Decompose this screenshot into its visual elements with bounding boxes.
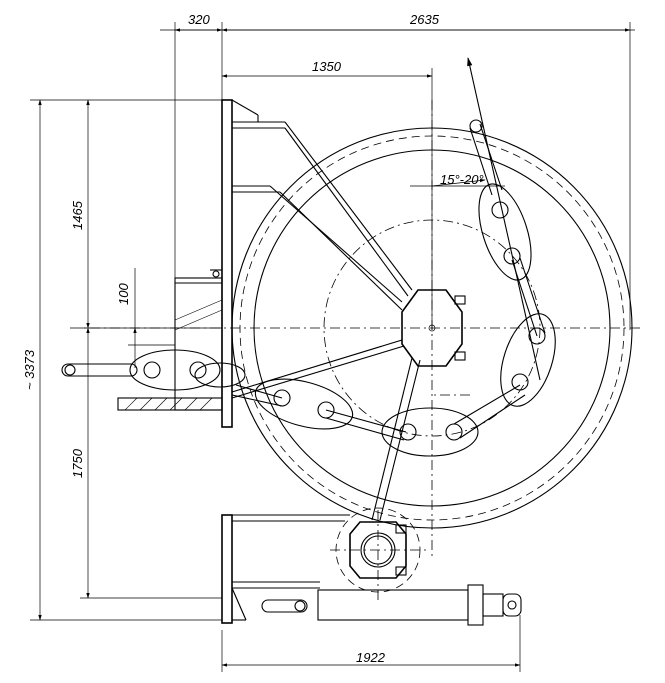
dim-angle: 15°-20° xyxy=(440,172,484,187)
hawse-pipe xyxy=(117,269,223,411)
hydraulic-cylinder xyxy=(261,584,522,626)
dim-1350: 1350 xyxy=(312,59,342,74)
chain-wheel xyxy=(231,127,633,529)
dim-320: 320 xyxy=(188,12,210,27)
dim-3373: ~ 3373 xyxy=(22,349,37,390)
dim-2635: 2635 xyxy=(409,12,440,27)
chain xyxy=(61,57,556,457)
dimension-lines xyxy=(30,22,635,672)
centerlines xyxy=(70,100,640,600)
lower-hub xyxy=(335,507,421,593)
dim-1922: 1922 xyxy=(356,650,386,665)
dimension-labels: 320 2635 1350 15°-20° 1465 100 ~ 3373 17… xyxy=(22,12,484,665)
frame xyxy=(221,99,421,624)
dim-1750: 1750 xyxy=(70,448,85,478)
dim-1465: 1465 xyxy=(70,200,85,230)
dim-100: 100 xyxy=(116,283,131,305)
